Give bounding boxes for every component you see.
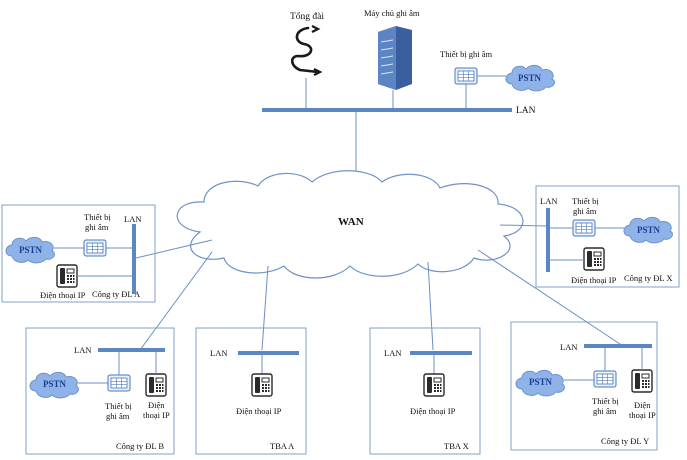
switch-label: Tổng đài bbox=[290, 11, 324, 22]
site-b-box bbox=[25, 327, 175, 455]
site-x-recorder-label-2: ghi âm bbox=[573, 206, 597, 216]
site-a-phone-icon bbox=[56, 264, 78, 288]
site-b-lan-label: LAN bbox=[74, 345, 91, 355]
site-a-recorder-label-1: Thiết bị bbox=[84, 212, 111, 222]
site-a-recorder-label-2: ghi âm bbox=[85, 222, 109, 232]
site-y-pstn-label: PSTN bbox=[529, 377, 553, 387]
wan-link-a bbox=[135, 239, 213, 259]
site-x-recorder-icon bbox=[572, 219, 596, 237]
tba-a-box bbox=[195, 327, 307, 455]
tba-x-box bbox=[369, 327, 481, 455]
site-b-recorder-label-2: ghi âm bbox=[106, 411, 130, 421]
site-b-phone-label-1: Điện bbox=[148, 400, 165, 410]
tba-a-phone-label: Điện thoại IP bbox=[236, 406, 282, 416]
site-y-name: Công ty ĐL Y bbox=[601, 436, 649, 446]
site-x-phone-label: Điện thoại IP bbox=[571, 275, 617, 285]
site-y-box bbox=[510, 321, 658, 451]
wan-link-x bbox=[499, 224, 547, 227]
site-b-phone-label-2: thoại IP bbox=[143, 410, 170, 420]
wan-link-tba-a bbox=[261, 265, 269, 351]
site-x-lan-label: LAN bbox=[540, 196, 557, 206]
tba-x-name: TBA X bbox=[444, 441, 469, 451]
site-y-phone-icon bbox=[631, 369, 653, 393]
site-a-lan-label: LAN bbox=[124, 214, 141, 224]
site-a-phone-label: Điện thoại IP bbox=[40, 290, 86, 300]
tba-x-phone-label: Điện thoại IP bbox=[410, 406, 456, 416]
site-a-name: Công ty ĐL A bbox=[92, 289, 141, 299]
tba-a-name: TBA A bbox=[270, 441, 295, 451]
server-label: Máy chủ ghi âm bbox=[364, 8, 420, 18]
site-a-box bbox=[1, 204, 156, 303]
site-y-recorder-label-1: Thiết bị bbox=[592, 396, 619, 406]
top-recorder-label: Thiết bị ghi âm bbox=[440, 49, 493, 59]
tba-a-phone-icon bbox=[251, 373, 273, 397]
site-y-recorder-icon bbox=[593, 370, 617, 388]
top-lan-label: LAN bbox=[516, 106, 536, 116]
site-x-recorder-label-1: Thiết bị bbox=[572, 196, 599, 206]
top-pstn-label: PSTN bbox=[518, 73, 542, 83]
tba-x-phone-icon bbox=[423, 373, 445, 397]
site-y-phone-label-1: Điện bbox=[634, 400, 651, 410]
site-a-recorder-icon bbox=[83, 239, 107, 257]
site-x-phone-icon bbox=[583, 247, 605, 271]
site-b-recorder-icon bbox=[107, 374, 131, 392]
site-b-name: Công ty ĐL B bbox=[116, 441, 164, 451]
wan-link-tba-x bbox=[427, 261, 434, 351]
site-b-pstn-label: PSTN bbox=[43, 379, 67, 389]
tba-a-lan-label: LAN bbox=[210, 348, 227, 358]
wan-cloud bbox=[176, 170, 524, 279]
site-y-lan-label: LAN bbox=[560, 342, 577, 352]
site-x-box bbox=[535, 185, 680, 288]
site-x-name: Công ty ĐL X bbox=[624, 273, 673, 283]
site-x-pstn-label: PSTN bbox=[637, 225, 661, 235]
tba-x-lan-label: LAN bbox=[384, 348, 401, 358]
wan-link-b bbox=[139, 251, 213, 351]
site-y-recorder-label-2: ghi âm bbox=[593, 406, 617, 416]
site-a-pstn-label: PSTN bbox=[19, 245, 43, 255]
wan-label: WAN bbox=[338, 216, 364, 228]
wan-link-y bbox=[477, 249, 621, 345]
switch-icon bbox=[290, 25, 323, 76]
site-b-phone-icon bbox=[145, 373, 167, 397]
top-recorder-icon bbox=[454, 67, 478, 85]
server-icon bbox=[378, 26, 412, 90]
site-b-recorder-label-1: Thiết bị bbox=[105, 401, 132, 411]
site-y-phone-label-2: thoại IP bbox=[629, 410, 656, 420]
